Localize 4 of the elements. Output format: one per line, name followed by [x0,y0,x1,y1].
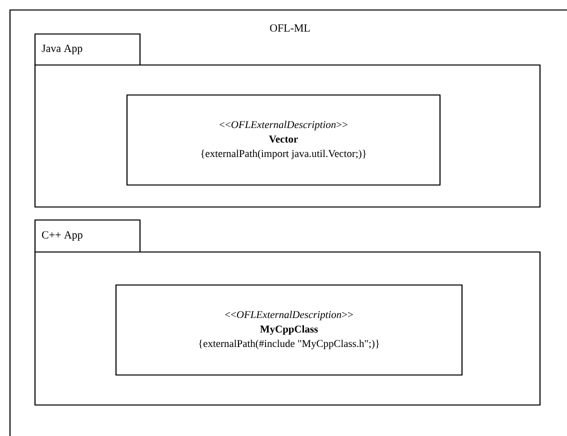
node-label: C++ App [42,231,82,241]
class-box: <<OFLExternalDescription>> Vector {externalPath(import java.util.Vector;)} [126,94,441,186]
class-box: <<OFLExternalDescription>> MyCppClass {externalPath(#include "MyCppClass.h";)} [115,284,463,376]
node-label: Java App [42,44,82,54]
